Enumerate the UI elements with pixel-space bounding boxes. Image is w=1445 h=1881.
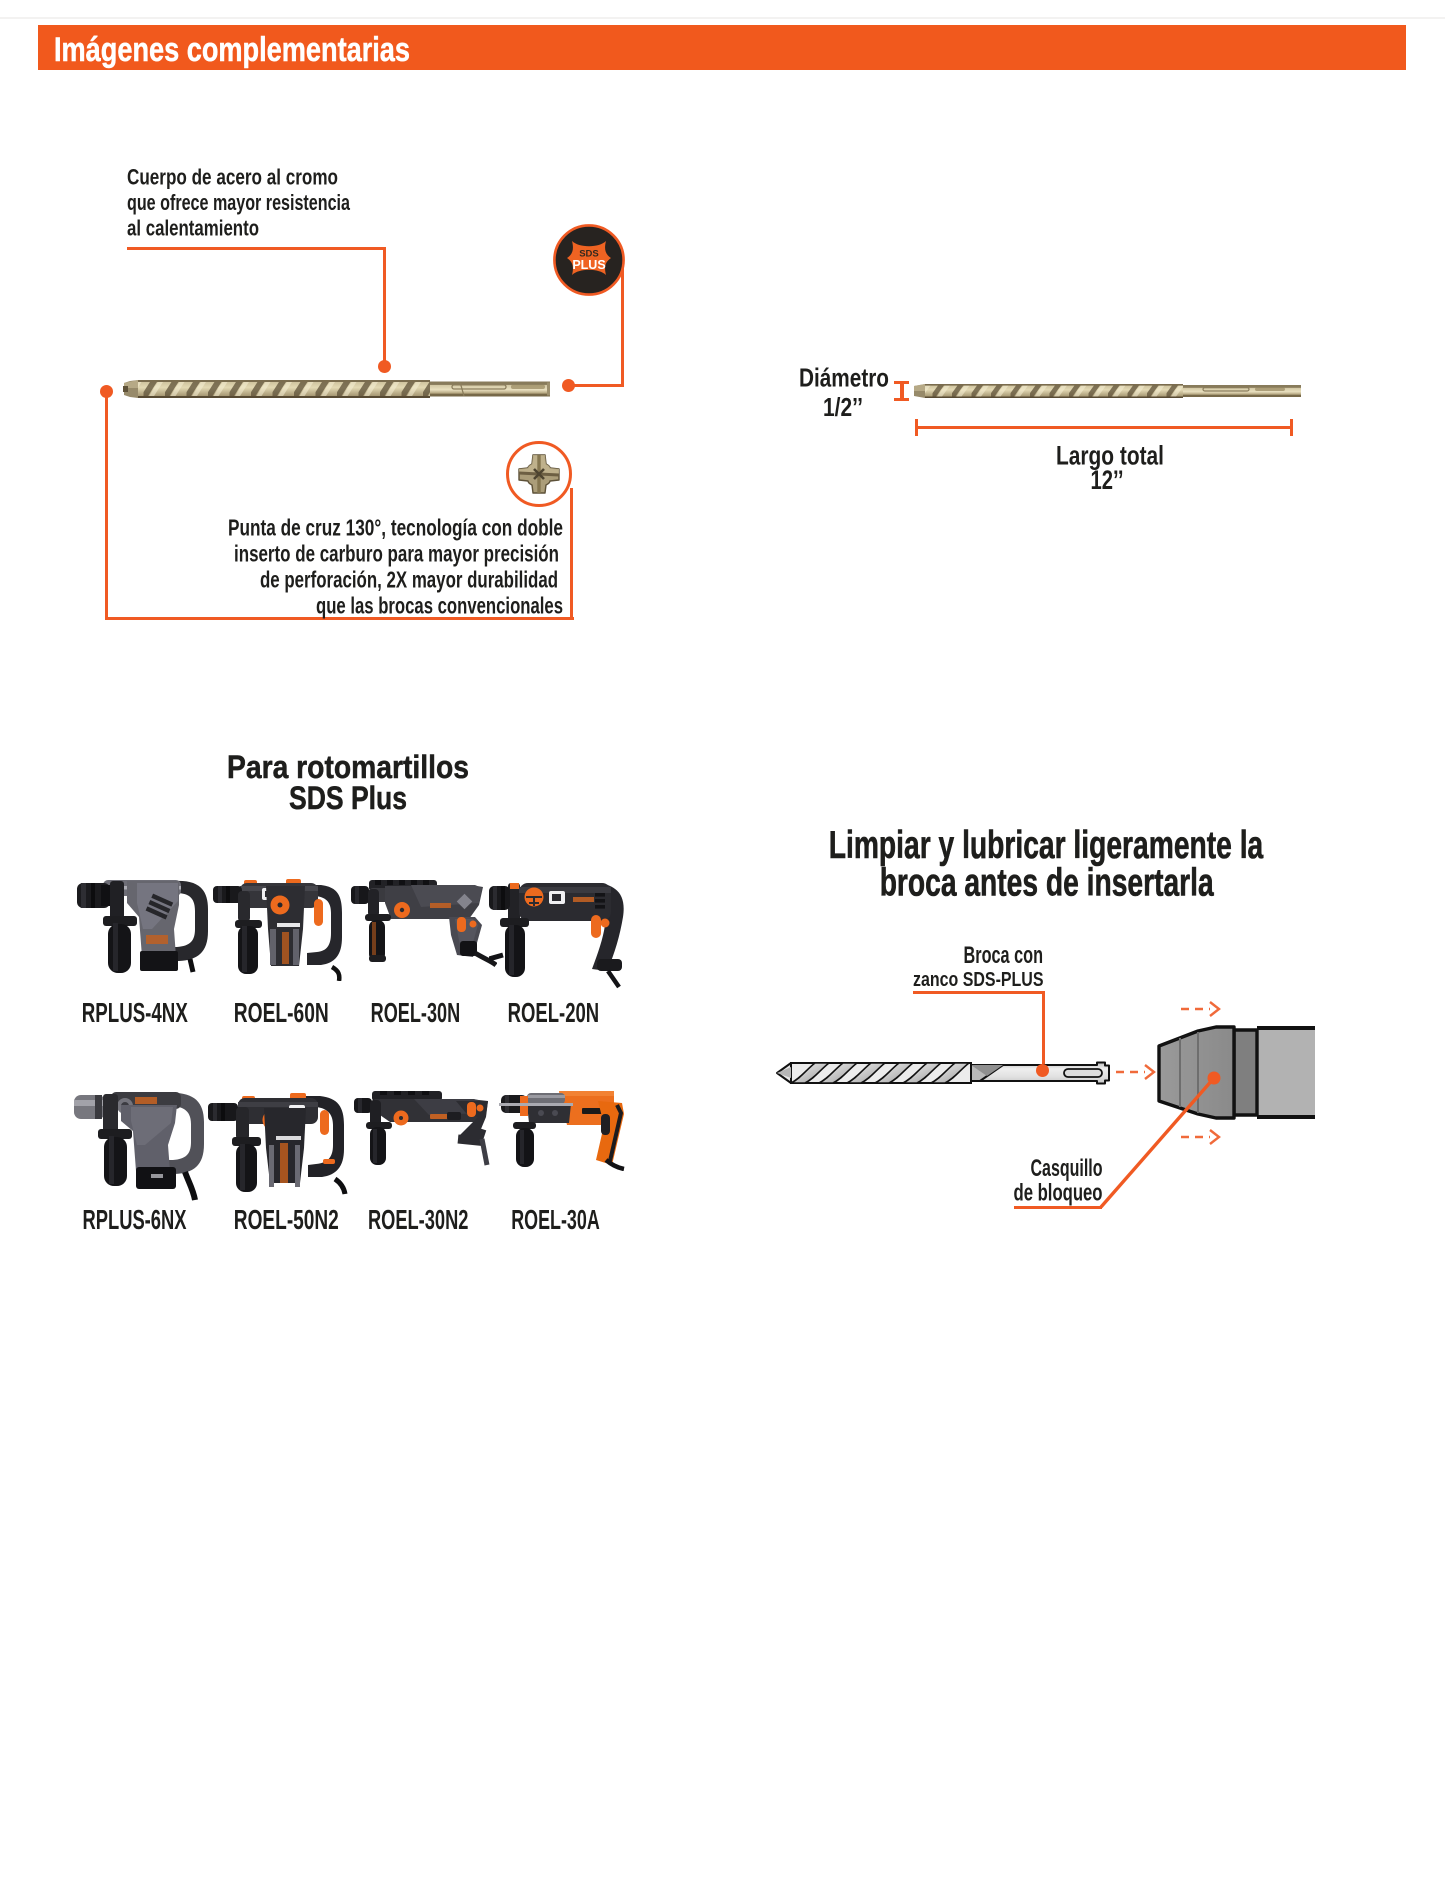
svg-text:zanco SDS-PLUS: zanco SDS-PLUS <box>913 969 1044 991</box>
svg-text:RPLUS-4NX: RPLUS-4NX <box>82 997 188 1028</box>
svg-text:ROEL-60N: ROEL-60N <box>234 997 329 1028</box>
svg-text:Diámetro: Diámetro <box>799 363 889 393</box>
svg-text:de perforación, 2X mayor durab: de perforación, 2X mayor durabilidad <box>260 567 558 593</box>
svg-text:al calentamiento: al calentamiento <box>127 215 259 240</box>
svg-text:ROEL-30N2: ROEL-30N2 <box>368 1204 469 1235</box>
svg-text:1/2’’: 1/2’’ <box>823 392 863 422</box>
svg-text:inserto de carburo para mayor: inserto de carburo para mayor precisión <box>234 541 559 567</box>
svg-text:12’’: 12’’ <box>1091 465 1124 495</box>
svg-text:Cuerpo de acero al cromo: Cuerpo de acero al cromo <box>127 165 338 190</box>
svg-text:Casquillo: Casquillo <box>1031 1155 1103 1182</box>
svg-text:ROEL-30N: ROEL-30N <box>371 997 461 1028</box>
svg-text:que las brocas convencionales: que las brocas convencionales <box>316 593 563 619</box>
svg-text:Limpiar y lubricar ligeramente: Limpiar y lubricar ligeramente la <box>829 824 1264 867</box>
svg-text:ROEL-30A: ROEL-30A <box>511 1204 600 1235</box>
svg-text:SDS: SDS <box>579 249 599 260</box>
svg-text:RPLUS-6NX: RPLUS-6NX <box>83 1204 187 1235</box>
svg-text:SDS Plus: SDS Plus <box>289 780 407 816</box>
svg-text:Imágenes complementarias: Imágenes complementarias <box>54 31 410 69</box>
svg-text:de bloqueo: de bloqueo <box>1014 1179 1103 1206</box>
svg-text:Broca con: Broca con <box>964 942 1044 969</box>
svg-text:ROEL-20N: ROEL-20N <box>508 997 600 1028</box>
svg-text:Largo total: Largo total <box>1056 441 1164 471</box>
svg-text:Punta de cruz 130°, tecnología: Punta de cruz 130°, tecnología con doble <box>228 515 563 541</box>
svg-text:PLUS: PLUS <box>572 258 605 272</box>
svg-text:que ofrece mayor resistencia: que ofrece mayor resistencia <box>127 190 350 215</box>
svg-text:broca antes de insertarla: broca antes de insertarla <box>880 861 1214 904</box>
svg-text:ROEL-50N2: ROEL-50N2 <box>234 1204 339 1235</box>
svg-text:Para rotomartillos: Para rotomartillos <box>227 749 469 785</box>
